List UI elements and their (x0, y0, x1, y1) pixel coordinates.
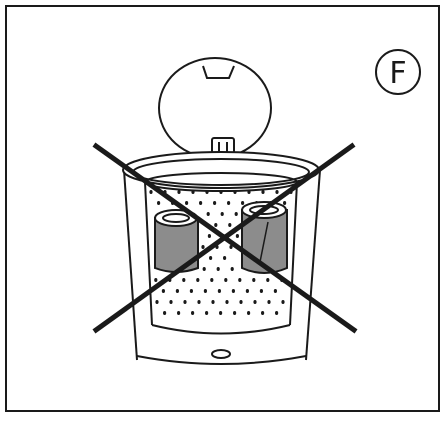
badge-label: F (389, 56, 406, 91)
perforation-dot (185, 201, 189, 205)
perforation-dot (207, 234, 211, 238)
perforation-dot (224, 278, 228, 282)
perforation-dot (241, 201, 245, 205)
perforation-dot (163, 311, 167, 315)
perforation-dot (283, 201, 287, 205)
perforation-dot (205, 311, 209, 315)
perforation-dot (231, 289, 235, 293)
rolled-laundry-right (241, 201, 288, 274)
perforation-dot (177, 190, 181, 194)
perforation-dot (210, 278, 214, 282)
perforation-dot (225, 300, 229, 304)
perforation-dot (149, 190, 153, 194)
perforation-dot (273, 289, 277, 293)
perforation-dot (261, 311, 265, 315)
perforation-dot (228, 223, 232, 227)
perforation-dot (239, 300, 243, 304)
perforation-dot (217, 289, 221, 293)
perforation-dot (154, 278, 158, 282)
perforation-dot (223, 256, 227, 260)
perforation-dot (189, 289, 193, 293)
perforation-dot (252, 278, 256, 282)
perforation-dot (238, 278, 242, 282)
perforation-dot (206, 212, 210, 216)
perforation-dot (213, 201, 217, 205)
prohibited-cross (92, 142, 358, 334)
perforation-dot (196, 278, 200, 282)
perforation-dot (169, 300, 173, 304)
perforation-dot (266, 278, 270, 282)
perforation-dot (201, 245, 205, 249)
perforation-dot (175, 289, 179, 293)
perforation-dot (191, 190, 195, 194)
perforation-dot (229, 245, 233, 249)
perforation-dot (227, 201, 231, 205)
perforation-dot (161, 289, 165, 293)
perforation-dot (199, 201, 203, 205)
perforation-dot (202, 267, 206, 271)
perforation-dot (247, 311, 251, 315)
perforation-dot (281, 300, 285, 304)
perforation-dot (216, 267, 220, 271)
open-lid (158, 57, 272, 159)
perforation-dot (203, 289, 207, 293)
perforation-dot (183, 300, 187, 304)
perforation-dot (205, 190, 209, 194)
perforation-dot (235, 234, 239, 238)
perforation-dot (191, 311, 195, 315)
perforation-dot (219, 190, 223, 194)
perforation-dot (211, 300, 215, 304)
perforation-dot (197, 300, 201, 304)
perforation-dot (157, 201, 161, 205)
badge-f: F (375, 49, 421, 95)
perforation-dot (234, 212, 238, 216)
perforation-dot (182, 278, 186, 282)
drum-perforations (149, 190, 293, 315)
perforation-dot (247, 190, 251, 194)
perforation-dot (220, 212, 224, 216)
perforation-dot (275, 190, 279, 194)
perforation-dot (267, 300, 271, 304)
perforation-dot (177, 311, 181, 315)
perforation-dot (259, 289, 263, 293)
perforation-dot (230, 267, 234, 271)
perforation-dot (261, 190, 265, 194)
perforation-dot (233, 190, 237, 194)
washer-drum-illustration (122, 57, 321, 365)
perforation-dot (245, 289, 249, 293)
perforation-dot (209, 256, 213, 260)
perforation-dot (253, 300, 257, 304)
perforation-dot (214, 223, 218, 227)
perforation-dot (233, 311, 237, 315)
perforation-dot (155, 300, 159, 304)
perforation-dot (275, 311, 279, 315)
perforation-dot (219, 311, 223, 315)
